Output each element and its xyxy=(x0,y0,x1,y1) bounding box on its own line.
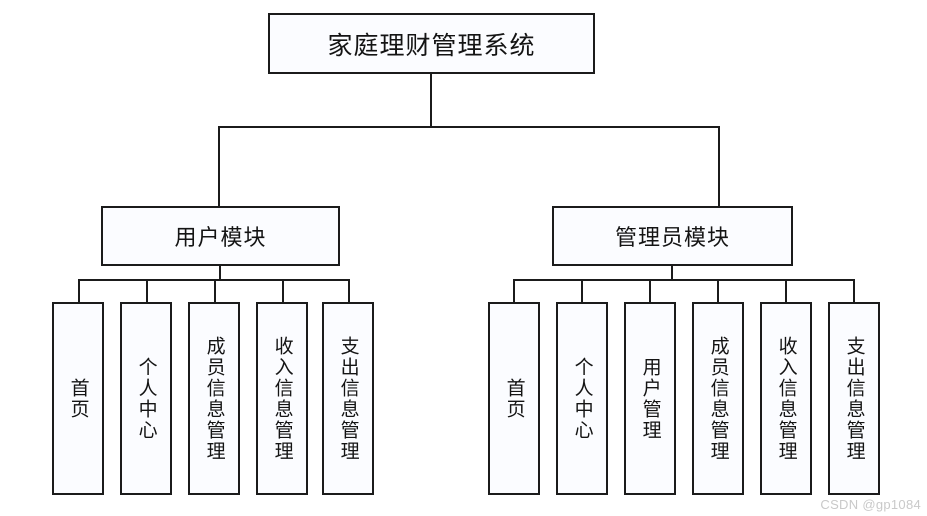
connector-drop-admin-home xyxy=(513,279,515,302)
leaf-node-user-home: 首页 xyxy=(52,302,104,495)
leaf-node-label: 收入信息管理 xyxy=(775,335,797,462)
connector-drop-user-member-info xyxy=(214,279,216,302)
connector-admin-leaf-bus xyxy=(513,279,855,281)
leaf-node-admin-home: 首页 xyxy=(488,302,540,495)
connector-drop-admin-personal-center xyxy=(581,279,583,302)
leaf-node-label: 个人中心 xyxy=(571,356,593,441)
watermark-text: CSDN @gp1084 xyxy=(820,497,921,512)
leaf-node-label: 用户管理 xyxy=(639,356,661,441)
leaf-node-admin-income-info-management: 收入信息管理 xyxy=(760,302,812,495)
connector-drop-admin-member-info xyxy=(717,279,719,302)
leaf-node-user-personal-center: 个人中心 xyxy=(120,302,172,495)
connector-root-trunk xyxy=(430,74,432,127)
module-node-label: 用户模块 xyxy=(174,225,267,250)
leaf-node-label: 成员信息管理 xyxy=(203,335,225,462)
root-node-label: 家庭理财管理系统 xyxy=(327,32,536,60)
connector-admin-module-stem xyxy=(671,266,673,280)
connector-drop-admin-expense-info xyxy=(853,279,855,302)
connector-drop-admin-income-info xyxy=(785,279,787,302)
connector-level1-bus xyxy=(218,126,720,128)
connector-user-module-stem xyxy=(219,266,221,280)
connector-drop-user-expense-info xyxy=(348,279,350,302)
module-node-admin-module: 管理员模块 xyxy=(552,206,793,266)
leaf-node-user-income-info-management: 收入信息管理 xyxy=(256,302,308,495)
module-node-label: 管理员模块 xyxy=(614,225,730,250)
leaf-node-admin-expense-info-management: 支出信息管理 xyxy=(828,302,880,495)
leaf-node-admin-user-management: 用户管理 xyxy=(624,302,676,495)
leaf-node-label: 个人中心 xyxy=(135,356,157,441)
leaf-node-admin-member-info-management: 成员信息管理 xyxy=(692,302,744,495)
connector-drop-admin-module xyxy=(718,126,720,206)
leaf-node-admin-personal-center: 个人中心 xyxy=(556,302,608,495)
leaf-node-label: 支出信息管理 xyxy=(843,335,865,462)
root-node-family-finance-system: 家庭理财管理系统 xyxy=(268,13,595,74)
connector-drop-user-module xyxy=(218,126,220,206)
connector-drop-admin-user-management xyxy=(649,279,651,302)
module-node-user-module: 用户模块 xyxy=(101,206,340,266)
leaf-node-label: 首页 xyxy=(67,377,89,420)
leaf-node-label: 首页 xyxy=(503,377,525,420)
leaf-node-user-member-info-management: 成员信息管理 xyxy=(188,302,240,495)
leaf-node-label: 支出信息管理 xyxy=(337,335,359,462)
connector-drop-user-personal-center xyxy=(146,279,148,302)
leaf-node-label: 收入信息管理 xyxy=(271,335,293,462)
connector-drop-user-home xyxy=(78,279,80,302)
leaf-node-label: 成员信息管理 xyxy=(707,335,729,462)
connector-drop-user-income-info xyxy=(282,279,284,302)
leaf-node-user-expense-info-management: 支出信息管理 xyxy=(322,302,374,495)
